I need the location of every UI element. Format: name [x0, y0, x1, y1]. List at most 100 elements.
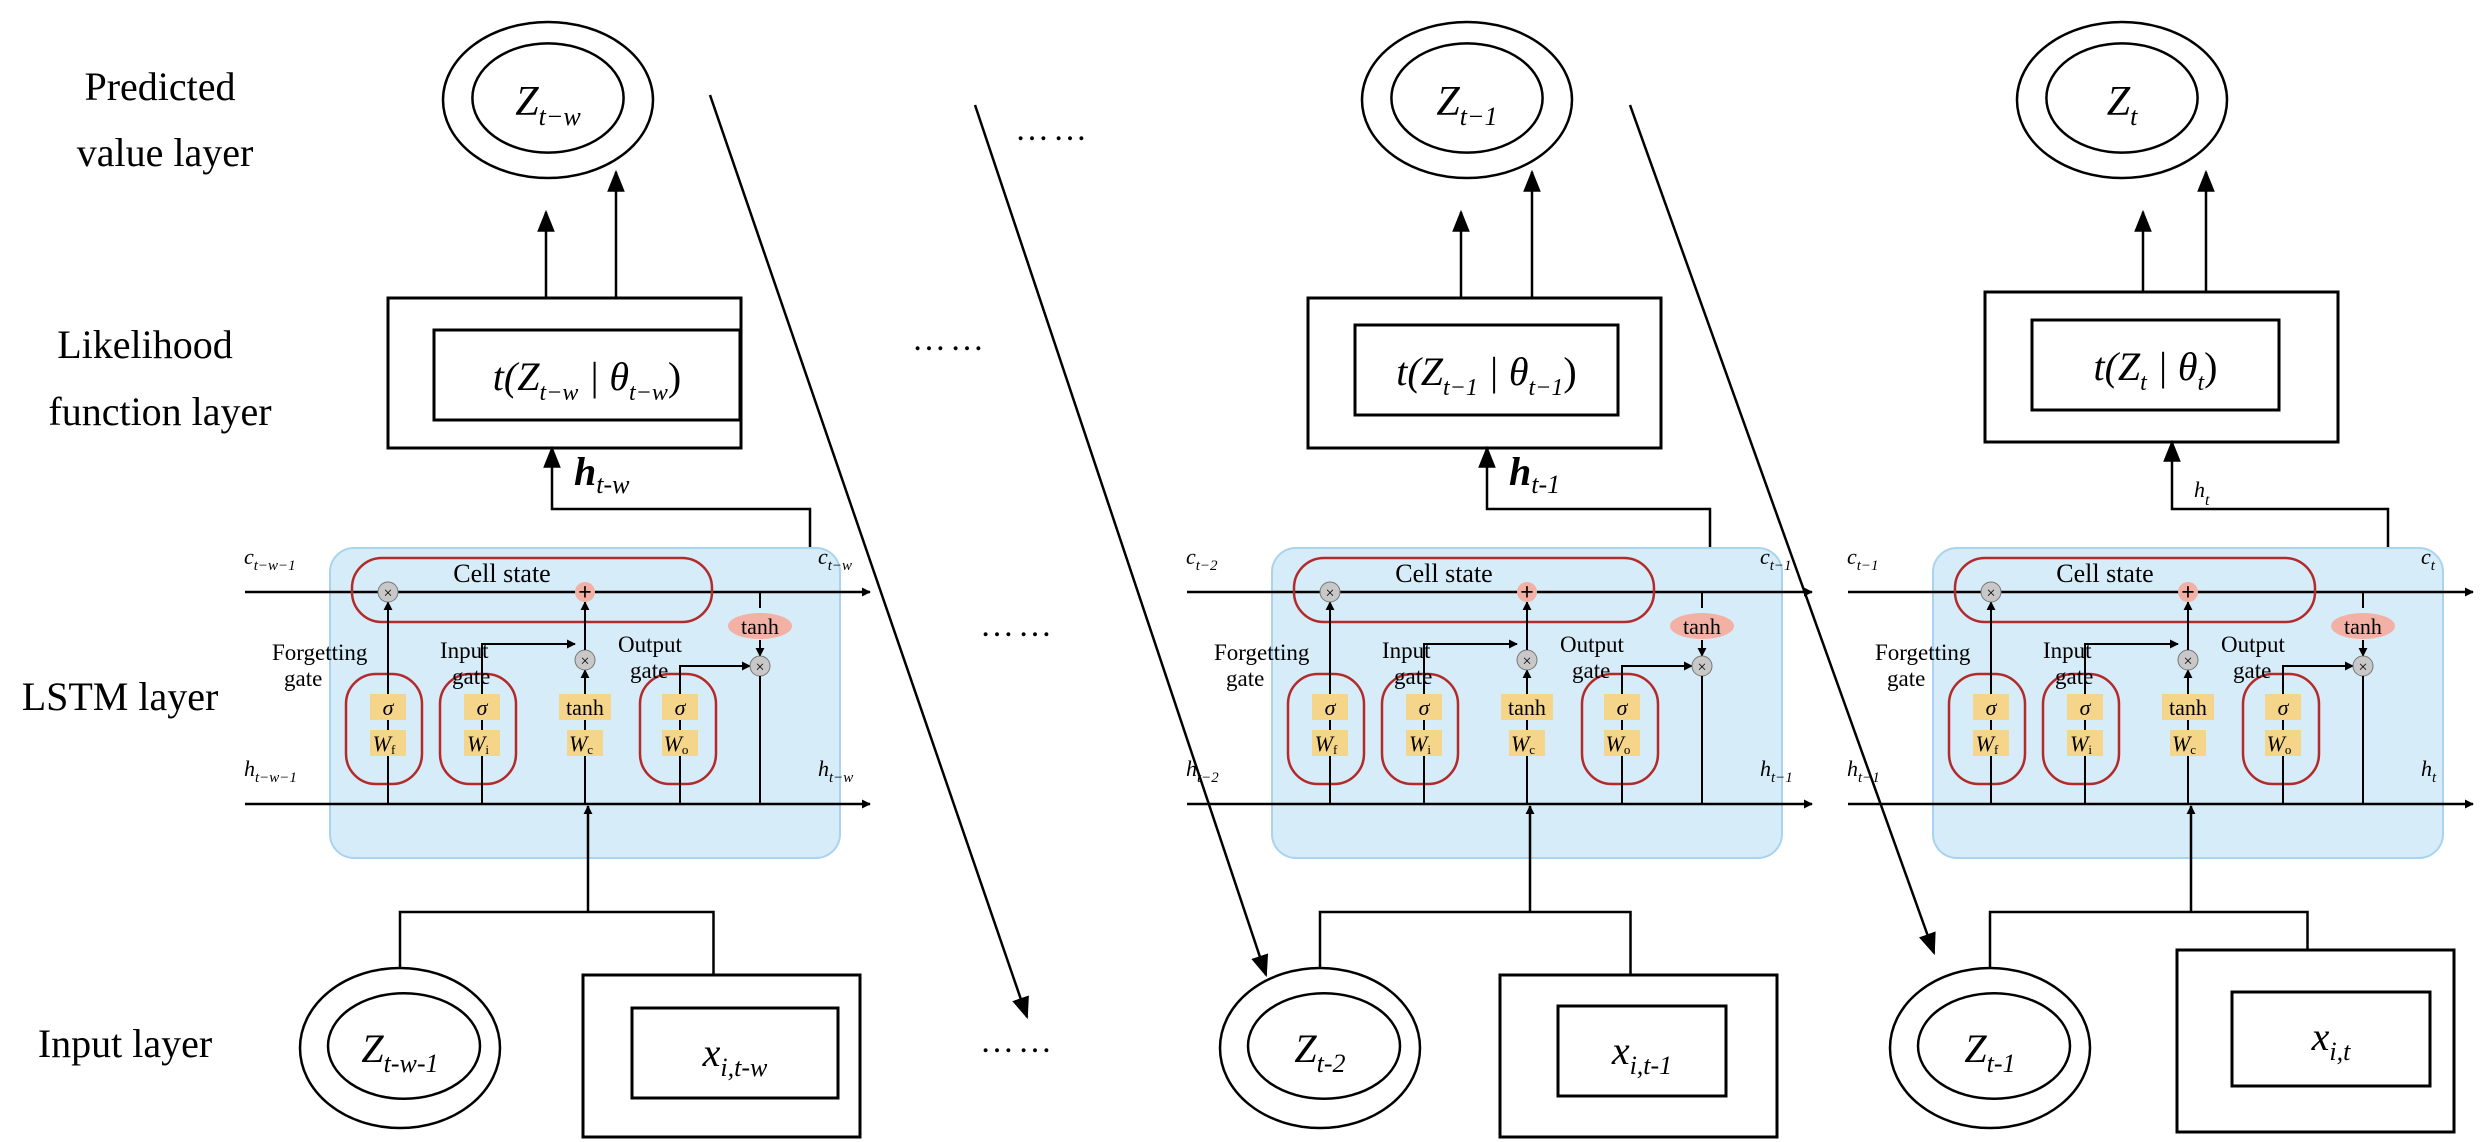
hidden-state-label: ht — [2194, 477, 2210, 509]
sigma-label: σ — [675, 695, 687, 720]
likelihood-function-label: t(Zt | θt) — [2093, 344, 2217, 396]
weight-label: Wi — [1409, 731, 1431, 757]
weight-box — [1973, 730, 2009, 756]
weight-box — [1604, 730, 1640, 756]
weight-box — [662, 730, 698, 756]
output-tanh-op — [2331, 613, 2395, 639]
sigma-label: σ — [1617, 695, 1629, 720]
weight-box — [2265, 730, 2301, 756]
hidden-state-input-label: ht−2 — [1186, 756, 1219, 786]
hidden-state-input-label: ht−1 — [1847, 756, 1880, 786]
multiply-symbol: × — [1522, 653, 1531, 670]
sigma-label: σ — [1419, 695, 1431, 720]
hidden-state-input-label: ht−w−1 — [244, 756, 297, 786]
weight-box — [1509, 730, 1545, 756]
predicted-layer-label-line2: value layer — [77, 130, 254, 175]
ellipsis-lstm: …… — [980, 607, 1056, 644]
predicted-layer-label-line1: Predicted — [84, 64, 235, 109]
diagonal-arrow-to-ellipsis — [708, 94, 1029, 1020]
cell-state-label: Cell state — [2056, 559, 2153, 588]
sigma-box — [464, 694, 500, 720]
multiply-symbol: × — [1697, 659, 1706, 676]
likelihood-inner-box — [432, 328, 742, 422]
predicted-value-label: Zt−1 — [1436, 79, 1497, 131]
sigma-label: σ — [383, 695, 395, 720]
cell-state-loop — [350, 556, 714, 624]
gate-loop — [1286, 672, 1366, 786]
gate-loop — [344, 672, 424, 786]
lstm-layer-label: LSTM layer — [22, 674, 219, 719]
output-gate-arrow — [1621, 661, 1693, 694]
input-merge-line — [398, 910, 715, 975]
cell-state-input-label: ct−1 — [1847, 544, 1879, 574]
gate-loop — [2041, 672, 2121, 786]
input-z-label: Zt-w-1 — [361, 1026, 438, 1078]
cell-state-loop — [1953, 556, 2317, 624]
output-tanh-op — [728, 613, 792, 639]
weight-label: Wo — [664, 731, 689, 757]
weight-label: Wi — [467, 731, 489, 757]
tanh-label: tanh — [1508, 695, 1546, 720]
weight-label: Wf — [373, 731, 396, 757]
input-x-inner-box — [1556, 1004, 1728, 1098]
predicted-value-inner-circle — [471, 42, 625, 154]
likelihood-layer-label-line2: function layer — [48, 389, 271, 434]
weight-label: Wc — [569, 731, 593, 757]
cell-state-output-label: ct−1 — [1760, 544, 1792, 574]
output-gate-arrow — [2282, 661, 2354, 694]
multiply-symbol: × — [2358, 659, 2367, 676]
input-gate-arrow — [481, 639, 576, 694]
multiply-symbol: × — [755, 659, 764, 676]
gate-loop — [1380, 672, 1460, 786]
input-z-inner-circle — [1246, 991, 1402, 1101]
weight-box — [1312, 730, 1348, 756]
multiply-symbol: × — [1986, 585, 1995, 602]
sigma-label: σ — [477, 695, 489, 720]
forget-multiply-op — [1319, 581, 1341, 603]
likelihood-layer-label-line1: Likelihood — [57, 322, 233, 367]
diagonal-arrow-to-z-t-2 — [973, 104, 1269, 978]
sigma-box — [1406, 694, 1442, 720]
ellipsis-likelihood: …… — [912, 321, 988, 358]
sigma-label: σ — [1986, 695, 1998, 720]
input-x-inner-box — [630, 1006, 840, 1100]
predicted-value-label: Zt−w — [515, 79, 581, 131]
output-tanh-op — [1670, 613, 1734, 639]
cell-state-loop — [1292, 556, 1656, 624]
input-merge-line — [1988, 910, 2309, 968]
weight-box — [464, 730, 500, 756]
sigma-box — [2265, 694, 2301, 720]
tanh-box — [559, 694, 611, 720]
hidden-state-output-label: ht−1 — [1760, 756, 1793, 786]
weight-label: Wi — [2070, 731, 2092, 757]
sigma-box — [370, 694, 406, 720]
tanh-box — [1501, 694, 1553, 720]
multiply-symbol: × — [580, 653, 589, 670]
sigma-box — [1973, 694, 2009, 720]
output-tanh-label: tanh — [2344, 614, 2382, 639]
weight-label: Wf — [1315, 731, 1338, 757]
hidden-state-label: ht-1 — [1509, 449, 1560, 499]
sigma-label: σ — [2278, 695, 2290, 720]
input-gate-arrow — [1423, 639, 1518, 694]
weight-box — [2067, 730, 2103, 756]
gate-loop — [1580, 672, 1660, 786]
plus-symbol: + — [1520, 580, 1534, 606]
input-z-label: Zt-2 — [1294, 1026, 1345, 1078]
input-layer-label: Input layer — [38, 1021, 212, 1066]
sigma-box — [1604, 694, 1640, 720]
ellipsis-predicted: …… — [1015, 111, 1091, 148]
hidden-state-label: ht-w — [574, 449, 630, 499]
sigma-label: σ — [1325, 695, 1337, 720]
diagonal-arrow-to-z-t-1 — [1628, 104, 1936, 956]
weight-label: Wo — [1606, 731, 1631, 757]
sigma-box — [1312, 694, 1348, 720]
weight-label: Wf — [1976, 731, 1999, 757]
